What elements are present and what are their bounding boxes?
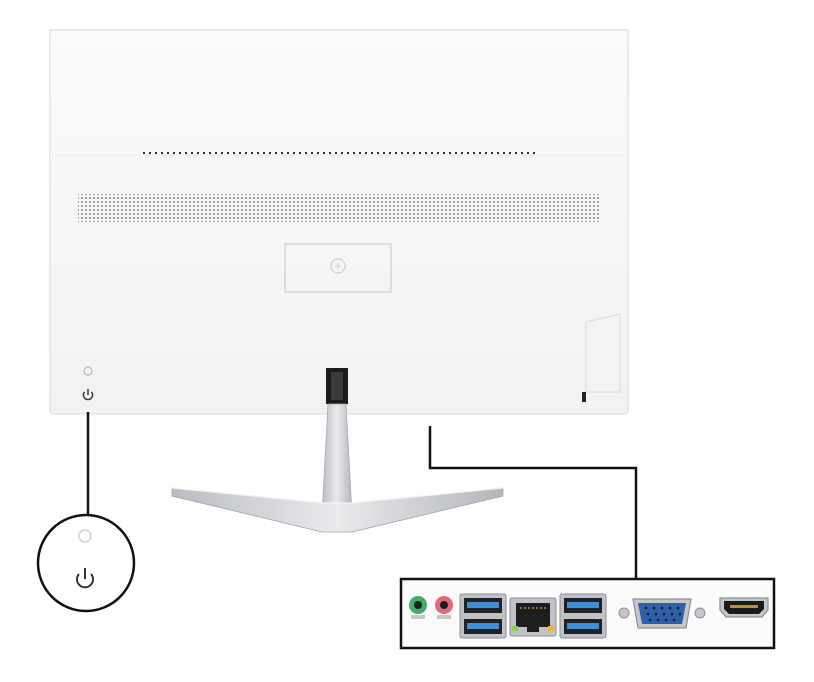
vesa-cover <box>284 243 392 293</box>
audio-out-port <box>409 596 427 619</box>
lock-slot <box>582 392 586 402</box>
monitor-stand <box>171 368 504 533</box>
speaker-grille <box>78 194 600 222</box>
power-icon <box>82 389 94 401</box>
rear-io-panel <box>399 577 776 650</box>
usb-3-ports-right <box>559 593 607 639</box>
power-button[interactable] <box>38 515 134 611</box>
usb-3-ports-left <box>459 593 507 639</box>
monitor-back <box>49 29 629 415</box>
vga-port <box>618 598 706 629</box>
screw-icon <box>330 258 346 274</box>
led-indicator-icon <box>78 529 92 543</box>
led-indicator-icon <box>83 366 93 376</box>
ports-callout-line <box>428 426 638 580</box>
ethernet-port <box>509 597 557 637</box>
power-icon <box>76 568 94 589</box>
power-callout-circle <box>36 513 136 613</box>
mic-in-port <box>435 596 453 619</box>
power-button-on-body[interactable] <box>78 380 98 402</box>
hdmi-port <box>719 597 769 618</box>
